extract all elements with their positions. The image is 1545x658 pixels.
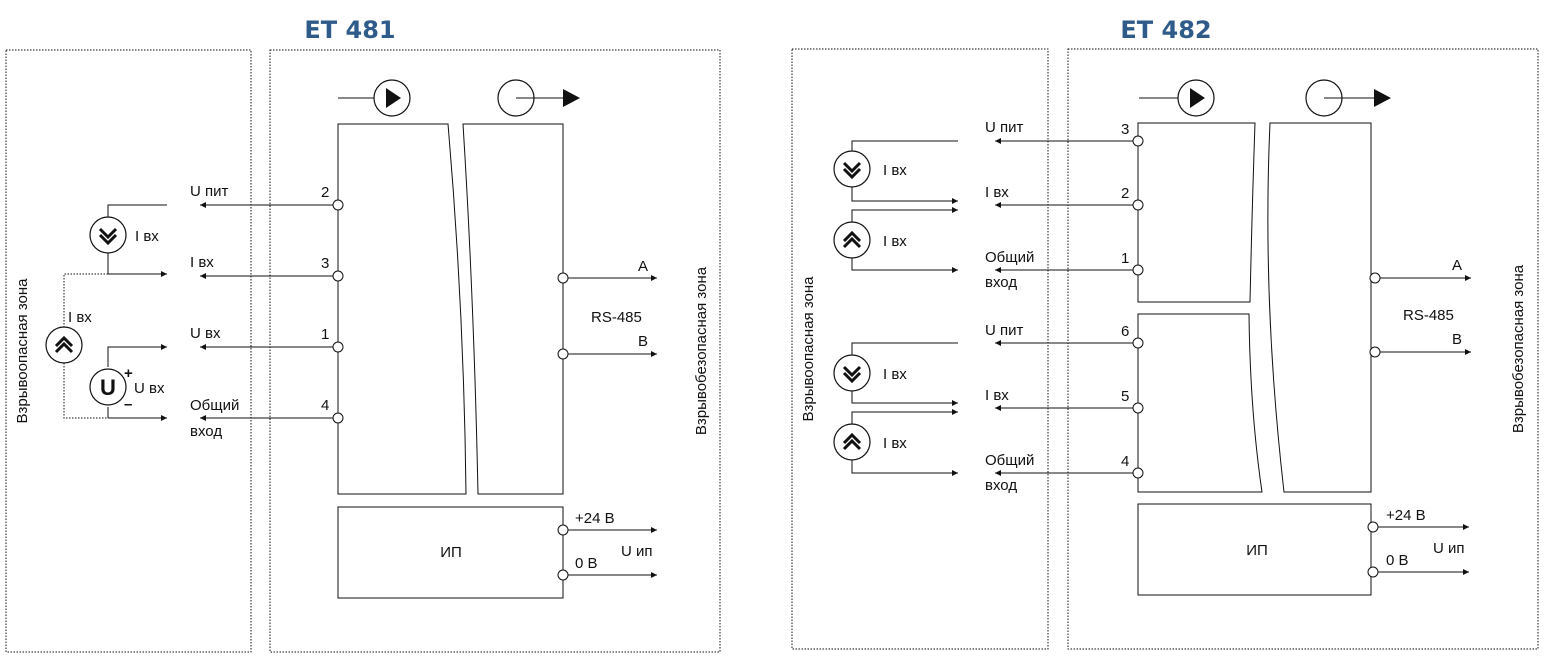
psu-u: U ип bbox=[621, 543, 653, 560]
rs485-a-terminal bbox=[557, 272, 569, 284]
voltage-source-icon bbox=[89, 368, 127, 406]
terminal-3 bbox=[332, 270, 344, 282]
module-frame bbox=[1067, 48, 1539, 650]
terminal-num: 6 bbox=[1121, 323, 1129, 340]
terminal-label-2: вход bbox=[985, 274, 1017, 291]
input-direction-icon bbox=[1139, 79, 1215, 117]
terminal-label: U пит bbox=[985, 119, 1024, 136]
psu-zero: 0 В bbox=[575, 555, 598, 572]
psu-plus-terminal bbox=[557, 524, 569, 536]
diagram-title: ET 481 bbox=[304, 16, 395, 44]
terminal-6 bbox=[1132, 337, 1144, 349]
rs485-b: B bbox=[638, 333, 648, 350]
terminal-num: 1 bbox=[321, 326, 329, 343]
diagram-title: ET 482 bbox=[1120, 16, 1211, 44]
source-label: I вх bbox=[883, 366, 907, 383]
terminal-num: 1 bbox=[1121, 250, 1129, 267]
terminal-label: I вх bbox=[985, 387, 1009, 404]
terminal-label: Общий bbox=[190, 397, 239, 414]
terminal-num: 4 bbox=[1121, 453, 1129, 470]
terminal-label-2: вход bbox=[190, 423, 222, 440]
terminal-1 bbox=[1132, 264, 1144, 276]
terminal-num: 5 bbox=[1121, 388, 1129, 405]
safe-zone-label: Взрывобезопасная зона bbox=[1510, 264, 1527, 433]
diagram-et482: ET 482 Взрывоопасная зона Взрывобезопасн… bbox=[791, 16, 1539, 650]
channel-1-block bbox=[1137, 122, 1256, 303]
source-label: I вх bbox=[135, 228, 159, 245]
psu-zero-terminal bbox=[1367, 566, 1379, 578]
psu-u: U ип bbox=[1433, 540, 1465, 557]
rs485-label: RS-485 bbox=[591, 309, 642, 326]
terminal-label: U вх bbox=[190, 325, 221, 342]
current-source-icon bbox=[833, 150, 871, 188]
terminal-num: 2 bbox=[321, 184, 329, 201]
terminal-label-2: вход bbox=[985, 477, 1017, 494]
terminal-label: U пит bbox=[190, 183, 229, 200]
terminal-4 bbox=[1132, 467, 1144, 479]
current-source-icon bbox=[89, 216, 127, 254]
psu-plus: +24 В bbox=[1386, 507, 1426, 524]
rs485-b: B bbox=[1452, 331, 1462, 348]
barrier-output-block bbox=[1267, 122, 1372, 493]
channel-2-block bbox=[1137, 313, 1263, 493]
psu-label: ИП bbox=[440, 544, 462, 561]
terminal-label: Общий bbox=[985, 249, 1034, 266]
rs485-a-terminal bbox=[1369, 272, 1381, 284]
diagram-et481: ET 481 Взрывоопасная зона Взрывобезопасн… bbox=[5, 16, 721, 653]
input-direction-icon bbox=[338, 79, 411, 117]
terminal-4 bbox=[332, 412, 344, 424]
rs485-b-terminal bbox=[557, 348, 569, 360]
terminal-label: U пит bbox=[985, 322, 1024, 339]
current-source-icon bbox=[45, 326, 83, 364]
rs485-b-terminal bbox=[1369, 346, 1381, 358]
voltage-minus: – bbox=[124, 396, 132, 413]
source-label: I вх bbox=[68, 309, 92, 326]
source-label: I вх bbox=[883, 233, 907, 250]
terminal-5 bbox=[1132, 402, 1144, 414]
source-label: I вх bbox=[883, 162, 907, 179]
terminal-2 bbox=[1132, 199, 1144, 211]
output-direction-icon bbox=[1305, 79, 1391, 117]
source-label: I вх bbox=[883, 435, 907, 452]
terminal-2 bbox=[332, 199, 344, 211]
terminal-3 bbox=[1132, 135, 1144, 147]
terminal-num: 2 bbox=[1121, 185, 1129, 202]
terminal-num: 3 bbox=[1121, 121, 1129, 138]
safe-zone-label: Взрывобезопасная зона bbox=[693, 266, 710, 435]
current-source-icon bbox=[833, 423, 871, 461]
hazard-zone-frame bbox=[791, 48, 1049, 650]
barrier-output-block bbox=[462, 123, 564, 495]
voltage-plus: + bbox=[124, 365, 133, 382]
terminal-1 bbox=[332, 341, 344, 353]
hazard-zone-label: Взрывоопасная зона bbox=[800, 276, 817, 422]
terminal-num: 3 bbox=[321, 255, 329, 272]
psu-block bbox=[337, 506, 564, 599]
psu-block bbox=[1137, 503, 1372, 596]
hazard-zone-label: Взрывоопасная зона bbox=[14, 278, 31, 424]
psu-zero-terminal bbox=[557, 569, 569, 581]
psu-label: ИП bbox=[1246, 542, 1268, 559]
psu-zero: 0 В bbox=[1386, 552, 1409, 569]
terminal-label: I вх bbox=[190, 254, 214, 271]
rs485-a: A bbox=[638, 258, 648, 275]
module-frame bbox=[269, 49, 721, 653]
output-direction-icon bbox=[497, 79, 580, 117]
terminal-label: I вх bbox=[985, 184, 1009, 201]
rs485-a: A bbox=[1452, 257, 1462, 274]
terminal-num: 4 bbox=[321, 397, 329, 414]
hazard-zone-frame bbox=[5, 49, 252, 653]
barrier-input-block bbox=[337, 123, 467, 495]
current-source-icon bbox=[833, 221, 871, 259]
psu-plus: +24 В bbox=[575, 510, 615, 527]
psu-plus-terminal bbox=[1367, 521, 1379, 533]
terminal-label: Общий bbox=[985, 452, 1034, 469]
source-label: U вх bbox=[134, 380, 165, 397]
current-source-icon bbox=[833, 354, 871, 392]
voltage-symbol: U bbox=[100, 375, 116, 400]
rs485-label: RS-485 bbox=[1403, 307, 1454, 324]
